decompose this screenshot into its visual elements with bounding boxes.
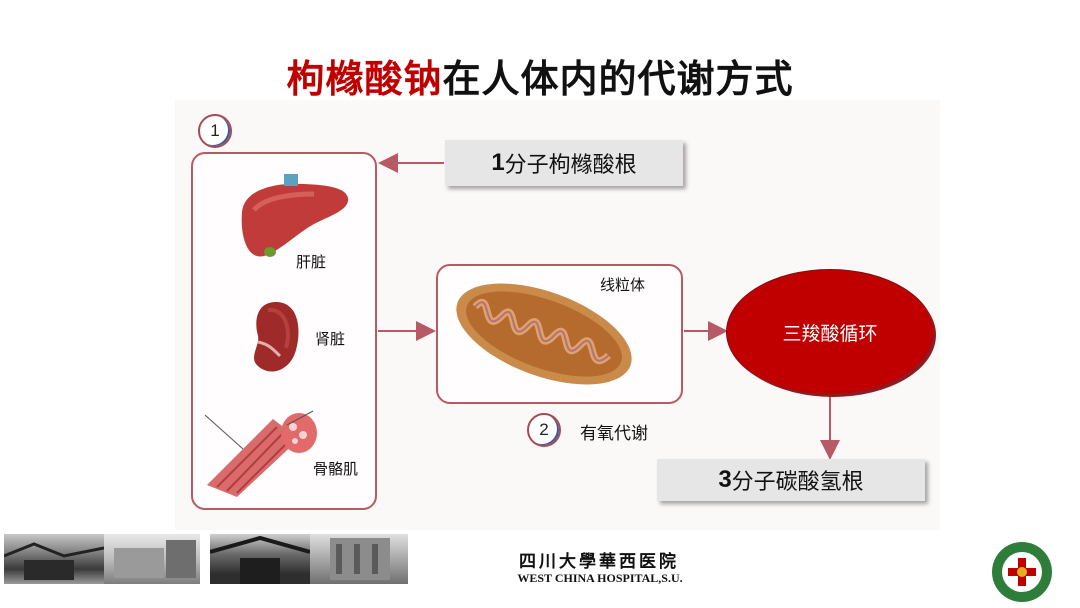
- aerobic-metabolism-label: 有氧代谢: [580, 424, 648, 444]
- hospital-logo-icon: [992, 542, 1052, 602]
- step-2-badge: 2: [527, 413, 561, 447]
- footer-photo-4: [310, 534, 408, 584]
- mitochondria-label: 线粒体: [600, 276, 646, 294]
- hospital-name-cn: 四川大學華西医院: [519, 552, 679, 572]
- liver-icon: [241, 174, 349, 257]
- organ-label-kidney: 肾脏: [315, 330, 346, 348]
- organ-label-liver: 肝脏: [296, 253, 327, 271]
- footer-photo-1: [4, 534, 104, 584]
- hospital-name-en: WEST CHINA HOSPITAL,S.U.: [517, 571, 683, 585]
- footer-photo-2: [104, 534, 200, 584]
- tca-cycle-ellipse: 三羧酸循环: [727, 270, 933, 394]
- footer-photo-3: [210, 534, 310, 584]
- page-title: 枸橼酸钠在人体内的代谢方式: [286, 57, 794, 101]
- muscle-icon: [204, 410, 317, 497]
- organ-label-muscle: 骨骼肌: [313, 460, 359, 478]
- step-1-badge: 1: [198, 114, 232, 148]
- mitochondria-icon: [456, 283, 632, 385]
- kidney-icon: [254, 302, 299, 372]
